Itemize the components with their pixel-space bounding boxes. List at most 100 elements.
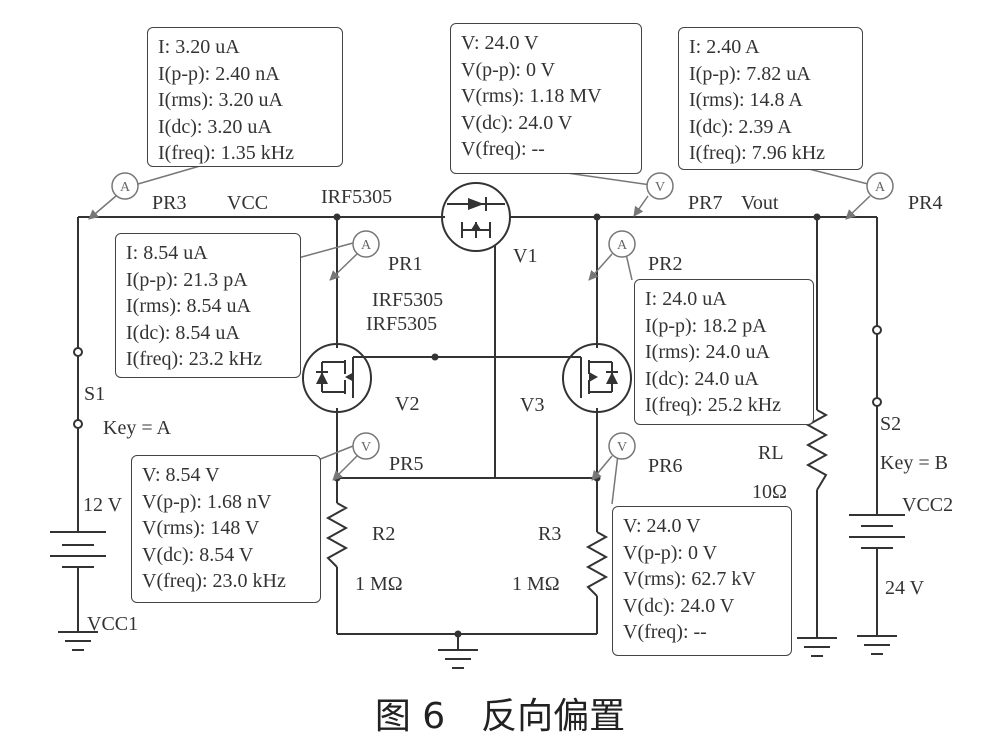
probe-pr3-readout: I: 3.20 uA I(p-p): 2.40 nA I(rms): 3.20 … <box>147 27 343 167</box>
label-rl: RL <box>758 442 784 464</box>
probe-connectors <box>137 165 869 505</box>
probe-needles <box>88 195 871 481</box>
readout-line: V(dc): 24.0 V <box>461 111 573 134</box>
ground-center <box>438 649 478 669</box>
readout-line: I(rms): 8.54 uA <box>126 295 251 317</box>
svg-text:A: A <box>875 180 886 195</box>
ground-vcc1 <box>58 631 98 651</box>
svg-text:A: A <box>120 180 131 195</box>
probe-pr2-head: A <box>608 230 636 258</box>
readout-line: V(freq): 23.0 kHz <box>142 570 286 592</box>
label-vcc1: VCC1 <box>87 613 138 635</box>
label-vout: Vout <box>741 192 779 214</box>
readout-line: I(p-p): 7.82 uA <box>689 62 811 85</box>
label-s1: S1 <box>84 383 105 405</box>
readout-line: I: 24.0 uA <box>645 288 727 310</box>
readout-line: V(freq): -- <box>623 621 707 643</box>
label-v1: V1 <box>513 245 537 267</box>
readout-line: V(dc): 8.54 V <box>142 543 254 566</box>
readout-line: I(rms): 24.0 uA <box>645 341 770 363</box>
label-r3: R3 <box>538 523 561 545</box>
readout-line: I(freq): 1.35 kHz <box>158 142 295 164</box>
label-vcc2: VCC2 <box>902 494 953 516</box>
wiring <box>77 216 878 650</box>
label-s2: S2 <box>880 413 901 435</box>
readout-line: I(p-p): 2.40 nA <box>158 62 280 85</box>
readout-line: V: 24.0 V <box>623 515 701 537</box>
readout-line: V(p-p): 0 V <box>623 541 718 564</box>
readout-line: V: 24.0 V <box>461 32 539 54</box>
label-pr1: PR1 <box>388 253 422 275</box>
readout-line: I: 2.40 A <box>689 36 760 58</box>
readout-line: I: 3.20 uA <box>158 36 240 58</box>
readout-line: V(rms): 1.18 MV <box>461 85 602 107</box>
probe-pr5-readout: V: 8.54 V V(p-p): 1.68 nV V(rms): 148 V … <box>131 455 321 603</box>
readout-line: I(rms): 3.20 uA <box>158 89 283 111</box>
switch-s2 <box>872 325 882 407</box>
svg-text:V: V <box>617 440 627 455</box>
label-r2-value: 1 MΩ <box>355 573 403 595</box>
readout-line: I(freq): 7.96 kHz <box>689 142 826 164</box>
mosfet-v1 <box>441 182 511 252</box>
label-pr6: PR6 <box>648 455 682 477</box>
readout-line: I(p-p): 21.3 pA <box>126 268 248 291</box>
label-24v: 24 V <box>885 577 925 599</box>
readout-line: I(p-p): 18.2 pA <box>645 314 767 337</box>
figure-caption: 图 6 反向偏置 <box>375 696 625 737</box>
readout-line: V: 8.54 V <box>142 464 220 486</box>
label-r2: R2 <box>372 523 395 545</box>
probe-pr7-readout: V: 24.0 V V(p-p): 0 V V(rms): 1.18 MV V(… <box>450 23 642 174</box>
switch-s1 <box>73 347 83 429</box>
svg-text:V: V <box>361 440 371 455</box>
probe-pr6-head: V <box>608 432 636 460</box>
ground-rl <box>797 637 837 657</box>
probe-pr7-head: V <box>646 172 674 200</box>
label-pr5: PR5 <box>389 453 423 475</box>
svg-text:A: A <box>617 238 628 253</box>
svg-text:A: A <box>361 238 372 253</box>
mosfet-v2 <box>302 343 372 413</box>
label-v3: V3 <box>520 394 544 416</box>
readout-line: I(dc): 3.20 uA <box>158 115 272 138</box>
resistor-r3 <box>585 531 609 597</box>
readout-line: I(rms): 14.8 A <box>689 89 803 111</box>
label-r3-value: 1 MΩ <box>512 573 560 595</box>
probe-pr1-head: A <box>352 230 380 258</box>
readout-line: V(freq): -- <box>461 138 545 160</box>
label-pr4: PR4 <box>908 192 942 214</box>
label-irf-top: IRF5305 <box>321 186 392 208</box>
readout-line: I(dc): 2.39 A <box>689 115 792 138</box>
label-irf-mid1: IRF5305 <box>372 289 443 311</box>
label-pr7: PR7 <box>688 192 722 214</box>
svg-text:V: V <box>655 180 665 195</box>
probe-pr6-readout: V: 24.0 V V(p-p): 0 V V(rms): 62.7 kV V(… <box>612 506 792 656</box>
probe-pr2-readout: I: 24.0 uA I(p-p): 18.2 pA I(rms): 24.0 … <box>634 279 814 425</box>
label-vcc: VCC <box>227 192 268 214</box>
label-irf-mid2: IRF5305 <box>366 313 437 335</box>
readout-line: I(freq): 23.2 kHz <box>126 348 263 370</box>
label-key-b: Key = B <box>880 452 948 474</box>
label-pr3: PR3 <box>152 192 186 214</box>
readout-line: V(dc): 24.0 V <box>623 594 735 617</box>
probe-pr4-readout: I: 2.40 A I(p-p): 7.82 uA I(rms): 14.8 A… <box>678 27 863 170</box>
readout-line: I(dc): 8.54 uA <box>126 321 240 344</box>
readout-line: I: 8.54 uA <box>126 242 208 264</box>
readout-line: V(p-p): 1.68 nV <box>142 490 272 513</box>
readout-line: I(freq): 25.2 kHz <box>645 394 782 416</box>
readout-line: I(dc): 24.0 uA <box>645 367 759 390</box>
label-rl-value: 10Ω <box>752 481 787 503</box>
resistor-rl <box>805 409 829 491</box>
probe-pr5-head: V <box>352 432 380 460</box>
battery-vcc2 <box>849 514 905 549</box>
label-pr2: PR2 <box>648 253 682 275</box>
label-12v: 12 V <box>83 494 123 516</box>
label-key-a: Key = A <box>103 417 171 439</box>
probe-pr3-head: A <box>111 172 139 200</box>
battery-vcc1 <box>50 531 106 568</box>
readout-line: V(p-p): 0 V <box>461 58 556 81</box>
readout-line: V(rms): 62.7 kV <box>623 568 756 590</box>
mosfet-v3 <box>562 343 632 413</box>
resistor-r2 <box>325 502 349 568</box>
label-v2: V2 <box>395 393 419 415</box>
